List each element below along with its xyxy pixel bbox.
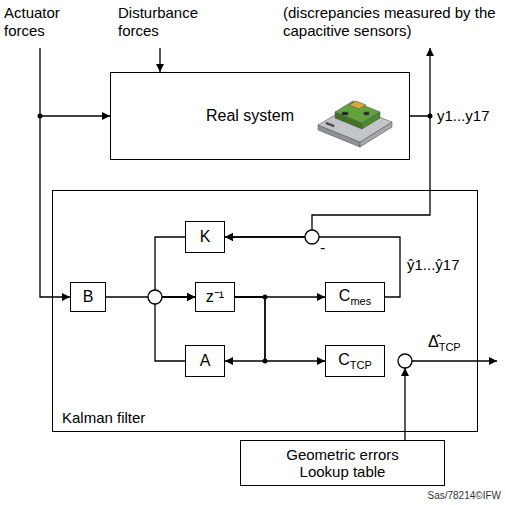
- node-text: Cmes: [339, 287, 371, 308]
- output-wire: [429, 48, 430, 116]
- matrix-box: A: [185, 345, 225, 377]
- matrix-box: CTCP: [325, 345, 385, 377]
- node-text: z⁻¹: [206, 288, 224, 306]
- gain-box: K: [185, 221, 225, 253]
- signal-label: ŷ1...ŷ17: [407, 256, 460, 274]
- node-text: Geometric errors Lookup table: [273, 446, 413, 481]
- disturbance-wire: [159, 48, 160, 72]
- input-wire: [40, 48, 70, 297]
- summing-junction: [398, 354, 412, 368]
- matrix-box: B: [70, 282, 106, 312]
- matrix-box: Cmes: [325, 282, 385, 312]
- summing-junction: [148, 290, 162, 304]
- node-text: Kalman filter: [62, 409, 145, 426]
- node-text: CTCP: [338, 351, 372, 372]
- lookup-box: Geometric errors Lookup table: [240, 440, 445, 486]
- summing-junction: [305, 230, 319, 244]
- signal-label: y1...y17: [437, 107, 490, 125]
- input-label: Actuator forces: [4, 4, 86, 40]
- lookup-wire: [404, 368, 405, 440]
- branch-dot: [38, 114, 43, 119]
- system-box: Real system: [110, 72, 410, 160]
- node-text: Real system: [206, 107, 294, 125]
- signal-connector: [235, 297, 325, 361]
- node-text: K: [200, 228, 211, 246]
- signal-label: Δ̂TCP: [428, 333, 461, 356]
- signal-connector: [225, 116, 430, 237]
- input-label: Disturbance forces: [118, 4, 218, 40]
- input-wire: [40, 115, 110, 116]
- watermark: Sas/78214©IFW: [398, 490, 501, 502]
- device-illustration: [318, 101, 392, 147]
- delay-box: z⁻¹: [195, 282, 235, 312]
- sign-label: -: [320, 239, 325, 257]
- filter-group: Kalman filter K Bz⁻¹ CmesA CTCP: [52, 190, 478, 432]
- node-text: A: [200, 352, 211, 370]
- note-label: (discrepancies measured by the capacitiv…: [283, 4, 501, 40]
- output-wire: [412, 360, 497, 361]
- node-text: B: [83, 288, 94, 306]
